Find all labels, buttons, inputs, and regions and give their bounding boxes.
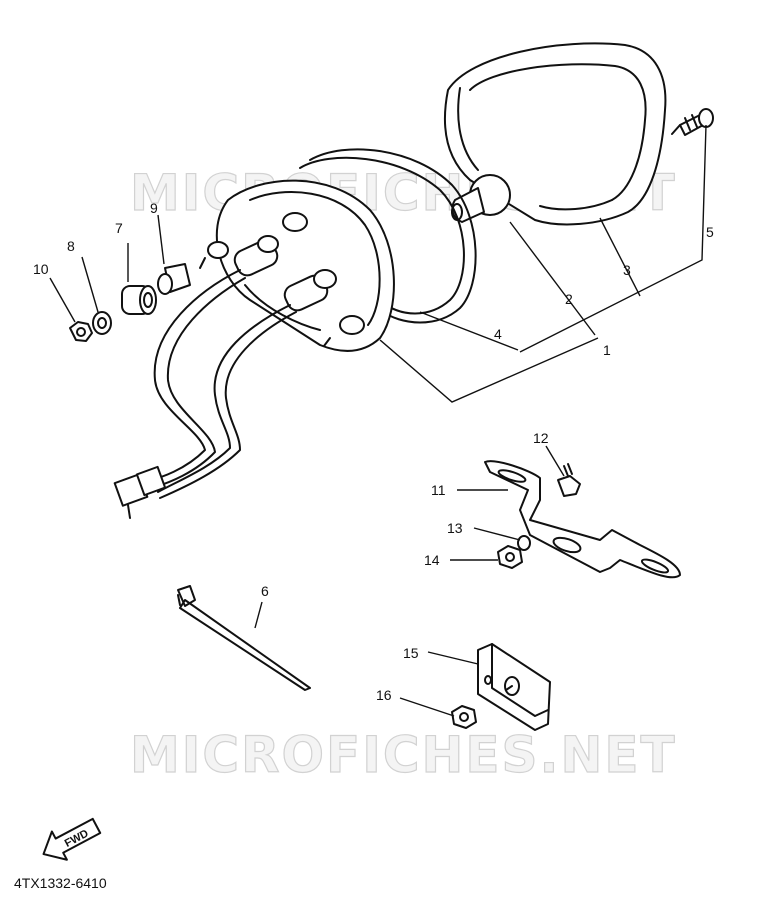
part-cable-tie — [177, 585, 311, 691]
callouts: 1 2 3 4 5 6 7 8 9 10 11 12 13 14 15 16 — [33, 200, 714, 703]
callout-4: 4 — [494, 326, 502, 342]
callout-7: 7 — [115, 220, 123, 236]
part-collar — [157, 263, 191, 295]
callout-14: 14 — [424, 552, 440, 568]
callout-16: 16 — [376, 687, 392, 703]
part-small-washer — [517, 535, 531, 551]
callout-5: 5 — [706, 224, 714, 240]
leader-lines — [49, 124, 707, 717]
watermark-bottom: MICROFICHES.NET — [130, 726, 677, 784]
diagram-code: 4TX1332-6410 — [14, 875, 107, 891]
part-nut-14 — [497, 545, 523, 569]
part-grommet — [121, 285, 157, 315]
part-bolt — [557, 463, 581, 497]
callout-11: 11 — [431, 482, 446, 498]
callout-15: 15 — [403, 645, 419, 661]
callout-3: 3 — [623, 262, 631, 278]
callout-13: 13 — [447, 520, 463, 536]
part-reflector — [477, 643, 551, 731]
callout-9: 9 — [150, 200, 158, 216]
callout-8: 8 — [67, 238, 75, 254]
part-bulb — [451, 174, 511, 223]
part-nut-16 — [451, 705, 477, 729]
part-screw — [671, 108, 714, 136]
fwd-arrow-icon: FWD — [42, 817, 102, 861]
part-washer — [92, 311, 112, 335]
callout-1: 1 — [603, 342, 611, 358]
callout-2: 2 — [565, 291, 573, 307]
part-license-bracket — [484, 460, 681, 579]
part-taillight-housing — [199, 179, 395, 352]
part-wire-harness — [113, 269, 297, 519]
callout-12: 12 — [533, 430, 549, 446]
part-nut — [69, 321, 93, 342]
callout-6: 6 — [261, 583, 269, 599]
callout-10: 10 — [33, 261, 49, 277]
